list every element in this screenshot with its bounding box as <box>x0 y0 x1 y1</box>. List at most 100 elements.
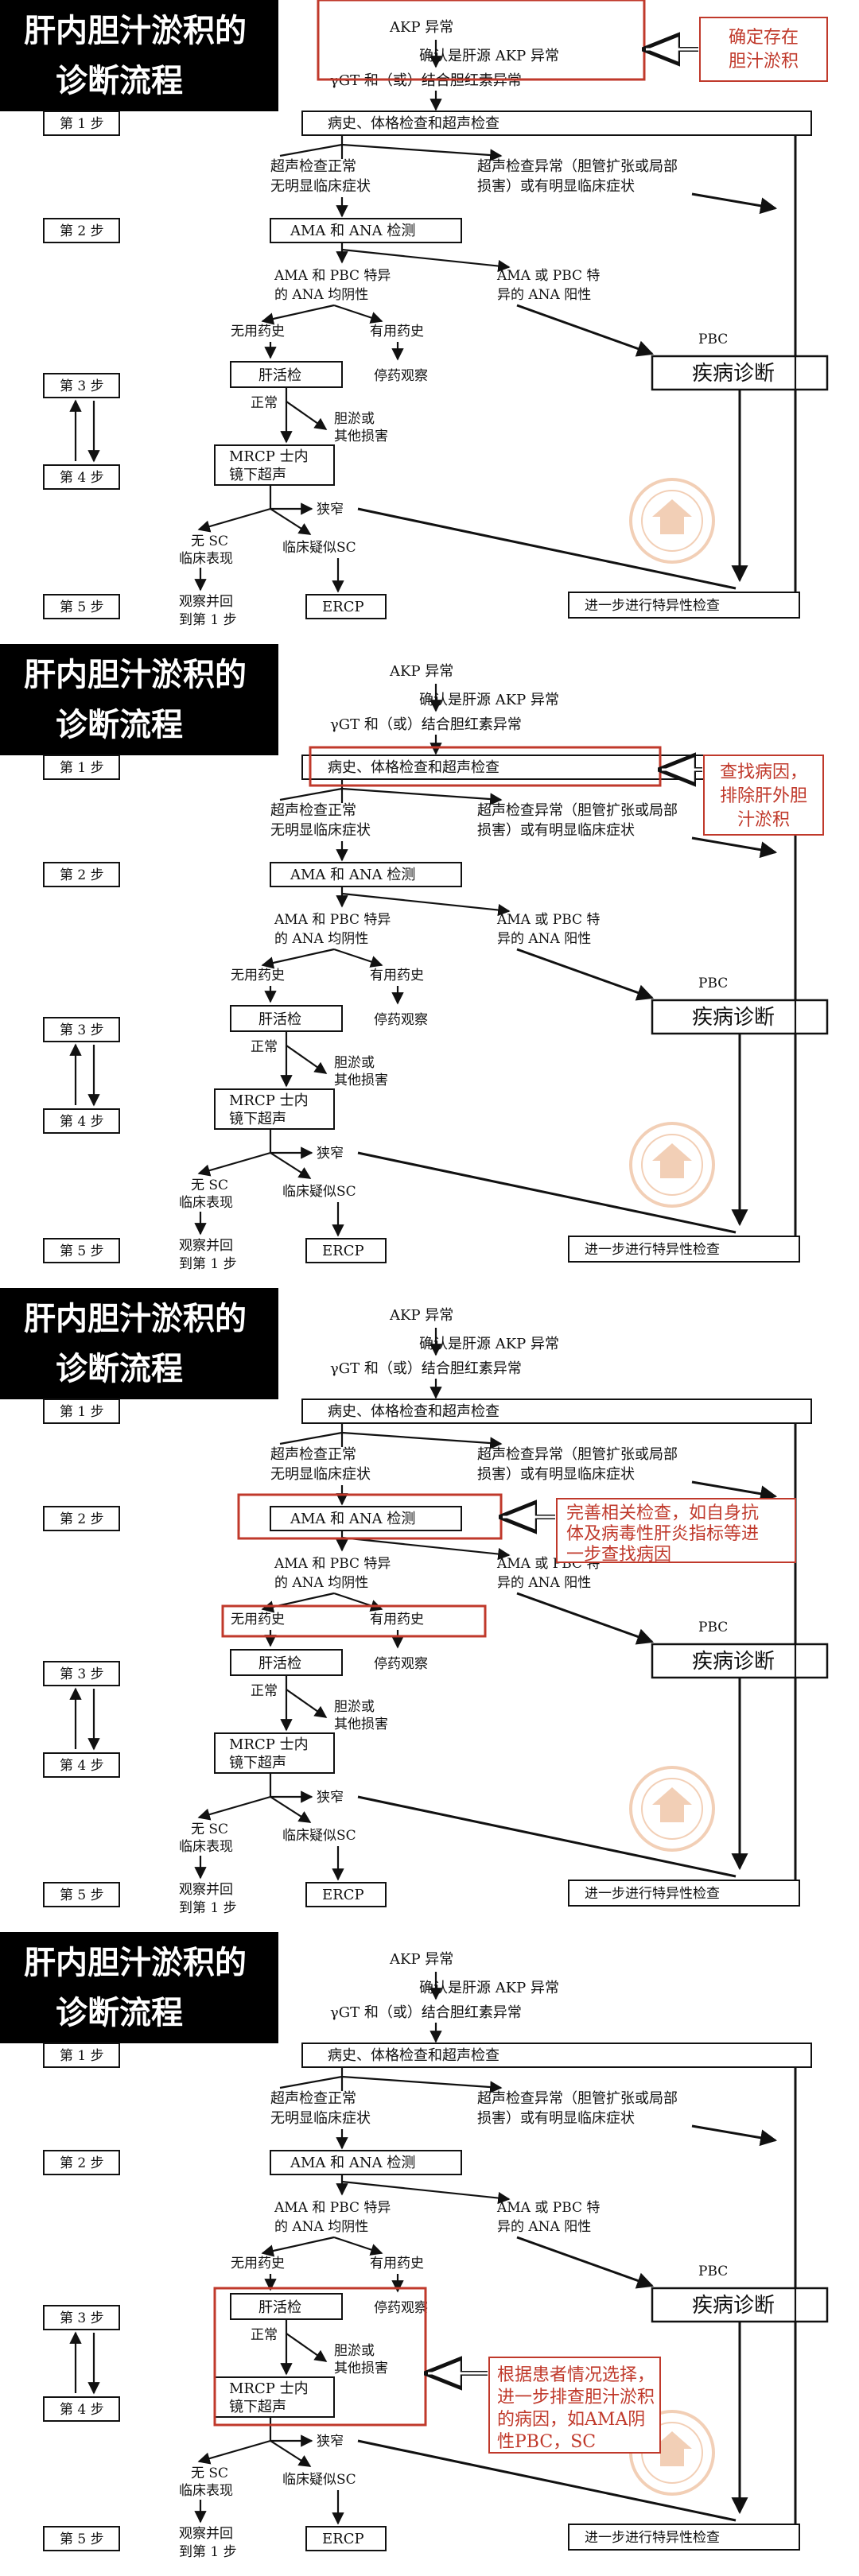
confirm-hepatic-akp-text: 确认是肝源 AKP 异常 <box>419 48 559 64</box>
step-4-label: 第 4 步 <box>60 1758 104 1774</box>
title-line-2: 诊断流程 <box>56 1994 183 2031</box>
title-line-1: 肝内胆汁淤积的 <box>24 656 247 693</box>
step-column: 第 1 步 第 2 步 第 3 步 第 4 步 第 5 步 <box>43 111 120 619</box>
stop-drug-observe-text: 停药观察 <box>374 368 428 384</box>
specific-tests-text: 进一步进行特异性检查 <box>585 1886 720 1902</box>
ama-negative-line-2: 的 ANA 均阴性 <box>274 2219 368 2235</box>
cholestasis-line-2: 其他损害 <box>334 1073 388 1088</box>
no-drug-history-text: 无用药史 <box>231 1612 285 1627</box>
mrcp-line-2: 镜下超声 <box>229 1755 286 1771</box>
hospital-stamp <box>629 478 715 564</box>
highlight-drug <box>221 1604 487 1638</box>
annotation-box <box>488 2357 661 2454</box>
step-5-label: 第 5 步 <box>60 599 104 615</box>
annotation-text: 进一步排查胆汁淤积 <box>497 2388 655 2407</box>
annotation-box <box>699 17 828 82</box>
hospital-stamp <box>629 1766 715 1852</box>
hospital-stamp <box>629 1122 715 1208</box>
title-line-1: 肝内胆汁淤积的 <box>24 1944 247 1981</box>
title-line-1: 肝内胆汁淤积的 <box>24 12 247 49</box>
no-sc-line-2: 临床表现 <box>179 1839 233 1855</box>
ama-ana-test-text: AMA 和 ANA 检测 <box>290 223 415 239</box>
disease-diagnosis-text: 疾病诊断 <box>692 1650 775 1674</box>
ama-positive-line-1: AMA 或 PBC 特 <box>496 2200 600 2216</box>
step-2-label: 第 2 步 <box>60 223 104 239</box>
annotation-text: 一步查找病因 <box>566 1545 671 1565</box>
observe-line-2: 到第 1 步 <box>179 1256 237 1272</box>
us-abnormal-line-2: 损害）或有明显临床症状 <box>477 1466 635 1483</box>
us-abnormal-line-2: 损害）或有明显临床症状 <box>477 178 635 195</box>
step-4-label: 第 4 步 <box>60 1114 104 1130</box>
no-sc-line-2: 临床表现 <box>179 2483 233 2499</box>
cholestasis-line-1: 胆淤或 <box>334 1699 375 1715</box>
clinical-sc-text: 临床疑似SC <box>282 540 356 556</box>
ama-negative-line-1: AMA 和 PBC 特异 <box>274 1556 391 1572</box>
drug-history-text: 有用药史 <box>370 968 424 983</box>
mrcp-line-2: 镜下超声 <box>229 467 286 483</box>
observe-line-1: 观察并回 <box>179 594 233 610</box>
normal-text: 正常 <box>251 395 278 411</box>
confirm-hepatic-akp-text: 确认是肝源 AKP 异常 <box>419 692 559 708</box>
annotation-text: 根据患者情况选择， <box>497 2365 655 2385</box>
us-normal-line-1: 超声检查正常 <box>270 1446 356 1463</box>
ama-negative-line-2: 的 ANA 均阴性 <box>274 1575 368 1591</box>
annotation-text: 查找病因， <box>720 762 807 782</box>
normal-text: 正常 <box>251 1039 278 1055</box>
observe-line-2: 到第 1 步 <box>179 2544 237 2560</box>
normal-text: 正常 <box>251 1683 278 1699</box>
no-sc-line-1: 无 SC <box>191 1821 228 1837</box>
annotation-text: 体及病毒性肝炎指标等进 <box>566 1524 759 1544</box>
step-5-label: 第 5 步 <box>60 1887 104 1903</box>
us-normal-line-2: 无明显临床症状 <box>270 822 371 839</box>
mrcp-line-1: MRCP 士内 <box>229 1092 309 1109</box>
step-3-label: 第 3 步 <box>60 1666 104 1682</box>
stop-drug-observe-text: 停药观察 <box>374 2300 428 2316</box>
title-block <box>0 644 278 755</box>
mrcp-line-1: MRCP 士内 <box>229 448 309 465</box>
annotation-box <box>703 755 824 836</box>
liver-biopsy-text: 肝活检 <box>258 1655 301 1672</box>
observe-line-1: 观察并回 <box>179 1882 233 1898</box>
us-normal-line-1: 超声检查正常 <box>270 2090 356 2107</box>
ama-positive-line-2: 异的 ANA 阳性 <box>497 287 591 303</box>
ama-negative-line-1: AMA 和 PBC 特异 <box>274 912 391 928</box>
us-normal-line-1: 超声检查正常 <box>270 158 356 175</box>
ama-negative-line-2: 的 ANA 均阴性 <box>274 931 368 947</box>
us-normal-line-2: 无明显临床症状 <box>270 178 371 195</box>
disease-diagnosis-text: 疾病诊断 <box>692 1006 775 1030</box>
ama-negative-line-2: 的 ANA 均阴性 <box>274 287 368 303</box>
title-line-2: 诊断流程 <box>56 1350 183 1387</box>
liver-biopsy-text: 肝活检 <box>258 367 301 384</box>
observe-line-2: 到第 1 步 <box>179 612 237 628</box>
normal-text: 正常 <box>251 2327 278 2343</box>
specific-tests-text: 进一步进行特异性检查 <box>585 598 720 614</box>
us-normal-line-2: 无明显临床症状 <box>270 1466 371 1483</box>
flowchart-panel-2: 肝内胆汁淤积的 诊断流程 AKP 异常 确认是肝源 AKP 异常 γGT 和（或… <box>0 644 829 1272</box>
ggt-bilirubin-text: γGT 和（或）结合胆红素异常 <box>330 2004 522 2021</box>
us-normal-line-1: 超声检查正常 <box>270 802 356 819</box>
flowchart-panel-4: 肝内胆汁淤积的 诊断流程 AKP 异常 确认是肝源 AKP 异常 γGT 和（或… <box>0 1932 829 2560</box>
liver-biopsy-text: 肝活检 <box>258 1011 301 1028</box>
title-line-1: 肝内胆汁淤积的 <box>24 1300 247 1337</box>
step-1-label: 第 1 步 <box>60 1404 104 1420</box>
pbc-text: PBC <box>698 332 728 347</box>
cholestasis-line-2: 其他损害 <box>334 429 388 444</box>
title-block <box>0 0 278 111</box>
akp-abnormal-text: AKP 异常 <box>389 1951 453 1968</box>
ama-positive-line-2: 异的 ANA 阳性 <box>497 931 591 947</box>
step-1-label: 第 1 步 <box>60 760 104 776</box>
us-abnormal-line-1: 超声检查异常（胆管扩张或局部 <box>477 1446 678 1463</box>
us-abnormal-line-2: 损害）或有明显临床症状 <box>477 2110 635 2127</box>
ama-ana-test-text: AMA 和 ANA 检测 <box>290 2155 415 2171</box>
no-sc-line-1: 无 SC <box>191 1177 228 1193</box>
stop-drug-observe-text: 停药观察 <box>374 1656 428 1672</box>
step-3-label: 第 3 步 <box>60 378 104 394</box>
clinical-sc-text: 临床疑似SC <box>282 1828 356 1844</box>
mrcp-line-1: MRCP 士内 <box>229 1736 309 1753</box>
highlight-confirm <box>317 0 646 81</box>
annotation-text: 的病因，如AMA阴 <box>497 2410 645 2430</box>
us-abnormal-line-1: 超声检查异常（胆管扩张或局部 <box>477 2090 678 2107</box>
no-sc-line-1: 无 SC <box>191 533 228 549</box>
step-1-label: 第 1 步 <box>60 116 104 132</box>
